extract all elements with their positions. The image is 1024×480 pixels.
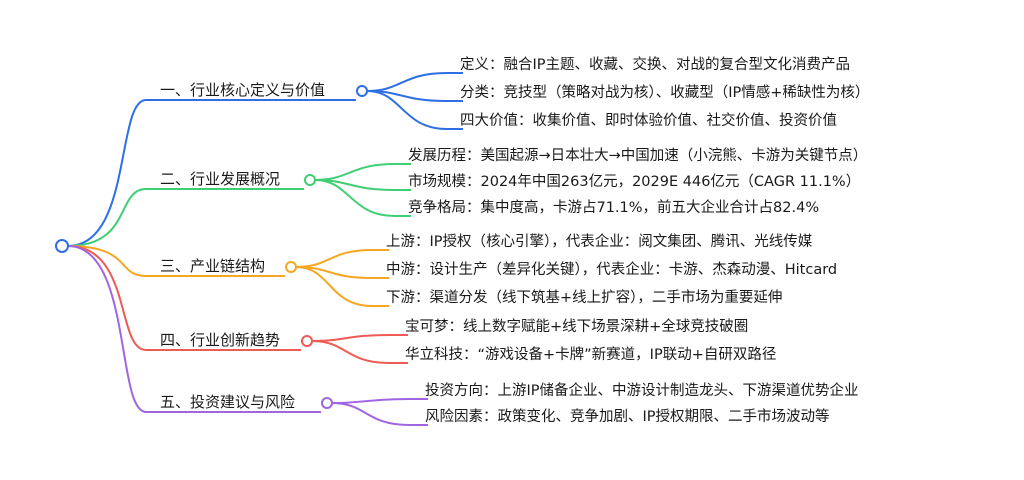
leaf-connector bbox=[314, 163, 411, 181]
leaf-label[interactable]: 发展历程：美国起源→日本壮大→中国加速（小浣熊、卡游为关键节点） bbox=[408, 147, 867, 164]
leaf-label[interactable]: 竞争格局：集中度高，卡游占71.1%，前五大企业合计占82.4% bbox=[408, 198, 819, 216]
leaf-connector bbox=[295, 266, 389, 307]
leaf-connector bbox=[295, 249, 389, 268]
leaf-connector bbox=[311, 334, 408, 342]
leaf-connector bbox=[314, 179, 411, 217]
branch-connector bbox=[67, 245, 321, 413]
leaf-label[interactable]: 宝可梦：线上数字赋能+线下场景深耕+全球竞技破圈 bbox=[405, 317, 748, 335]
leaf-label[interactable]: 风险因素：政策变化、竞争加剧、IP授权期限、二手市场波动等 bbox=[425, 407, 830, 425]
leaf-label[interactable]: 华立科技：“游戏设备+卡牌”新赛道，IP联动+自研双路径 bbox=[405, 346, 776, 363]
branch-label[interactable]: 四、行业创新趋势 bbox=[160, 331, 280, 349]
leaf-label[interactable]: 分类：竞技型（策略对战为核）、收藏型（IP情感+稀缺性为核） bbox=[460, 83, 869, 101]
branch-connector bbox=[67, 245, 285, 277]
leaf-label[interactable]: 四大价值：收集价值、即时体验价值、社交价值、投资价值 bbox=[460, 111, 837, 129]
branch-connector bbox=[67, 245, 301, 351]
branch-connector bbox=[67, 99, 356, 247]
leaf-label[interactable]: 中游：设计生产（差异化关键），代表企业：卡游、杰森动漫、Hitcard bbox=[386, 260, 837, 278]
branch-label[interactable]: 二、行业发展概况 bbox=[160, 170, 280, 188]
leaf-label[interactable]: 投资方向：上游IP储备企业、中游设计制造龙头、下游渠道优势企业 bbox=[425, 381, 859, 399]
branch-label[interactable]: 五、投资建议与风险 bbox=[160, 393, 295, 411]
mindmap-edges bbox=[67, 72, 463, 426]
mindmap-nodes: 一、行业核心定义与价值 定义：融合IP主题、收藏、交换、对战的复合型文化消费产品分… bbox=[55, 55, 869, 425]
leaf-connector bbox=[366, 90, 463, 130]
leaf-label[interactable]: 市场规模：2024年中国263亿元，2029E 446亿元（CAGR 11.1%… bbox=[408, 173, 860, 190]
leaf-label[interactable]: 定义：融合IP主题、收藏、交换、对战的复合型文化消费产品 bbox=[460, 55, 850, 73]
branch-node-circle[interactable] bbox=[304, 174, 316, 186]
leaf-connector bbox=[311, 340, 408, 364]
root-node-circle[interactable] bbox=[55, 239, 69, 253]
leaf-connector bbox=[331, 402, 428, 426]
branch-label[interactable]: 三、产业链结构 bbox=[160, 257, 265, 275]
leaf-connector bbox=[366, 90, 463, 102]
branch-node-circle[interactable] bbox=[356, 85, 368, 97]
branch-connector bbox=[67, 188, 304, 247]
branch-node-circle[interactable] bbox=[301, 335, 313, 347]
branch-label[interactable]: 一、行业核心定义与价值 bbox=[160, 81, 325, 99]
leaf-label[interactable]: 上游：IP授权（核心引擎），代表企业：阅文集团、腾讯、光线传媒 bbox=[386, 232, 813, 250]
branch-node-circle[interactable] bbox=[321, 397, 333, 409]
branch-node-circle[interactable] bbox=[285, 261, 297, 273]
leaf-connector bbox=[366, 72, 463, 92]
leaf-label[interactable]: 下游：渠道分发（线下筑基+线上扩容），二手市场为重要延伸 bbox=[386, 289, 782, 306]
leaf-connector bbox=[331, 398, 428, 404]
